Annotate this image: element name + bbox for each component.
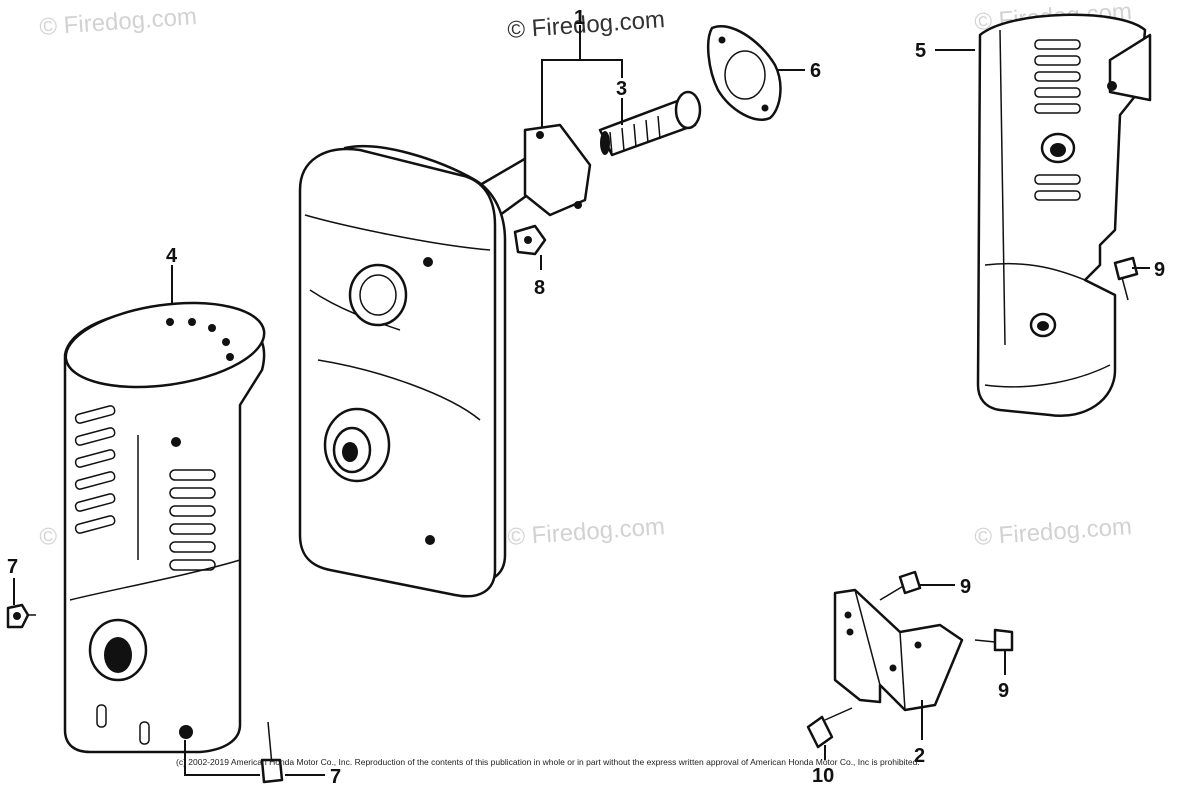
- muffler-protector-part: [63, 301, 266, 754]
- callout-2: 2: [914, 745, 925, 767]
- callout-7: 7: [7, 556, 18, 578]
- callout-7: 7: [330, 766, 341, 788]
- bolt-part: [6, 224, 1139, 784]
- arrester-tube-part: [598, 90, 702, 157]
- watermark: © Firedog.com: [39, 3, 198, 41]
- callout-8: 8: [534, 277, 545, 299]
- callout-5: 5: [915, 40, 926, 62]
- muffler-body-part: [298, 123, 592, 598]
- callout-6: 6: [810, 60, 821, 82]
- leader-lines: [13, 25, 1150, 776]
- copyright-notice: (c) 2002-2019 American Honda Motor Co., …: [176, 757, 920, 767]
- bracket-part: [833, 588, 964, 712]
- gasket-part: [706, 25, 782, 121]
- callout-10: 10: [812, 765, 834, 787]
- callout-4: 4: [166, 245, 178, 267]
- callout-1: 1: [574, 7, 585, 29]
- watermark: © Firedog.com: [507, 6, 666, 44]
- callout-9: 9: [960, 576, 971, 598]
- callout-9: 9: [998, 680, 1009, 702]
- watermark: © Firedog.com: [974, 513, 1133, 551]
- callout-9: 9: [1154, 259, 1165, 281]
- watermark: © Firedog.com: [507, 513, 666, 551]
- pipe-protector-part: [976, 13, 1152, 418]
- callout-3: 3: [616, 78, 627, 100]
